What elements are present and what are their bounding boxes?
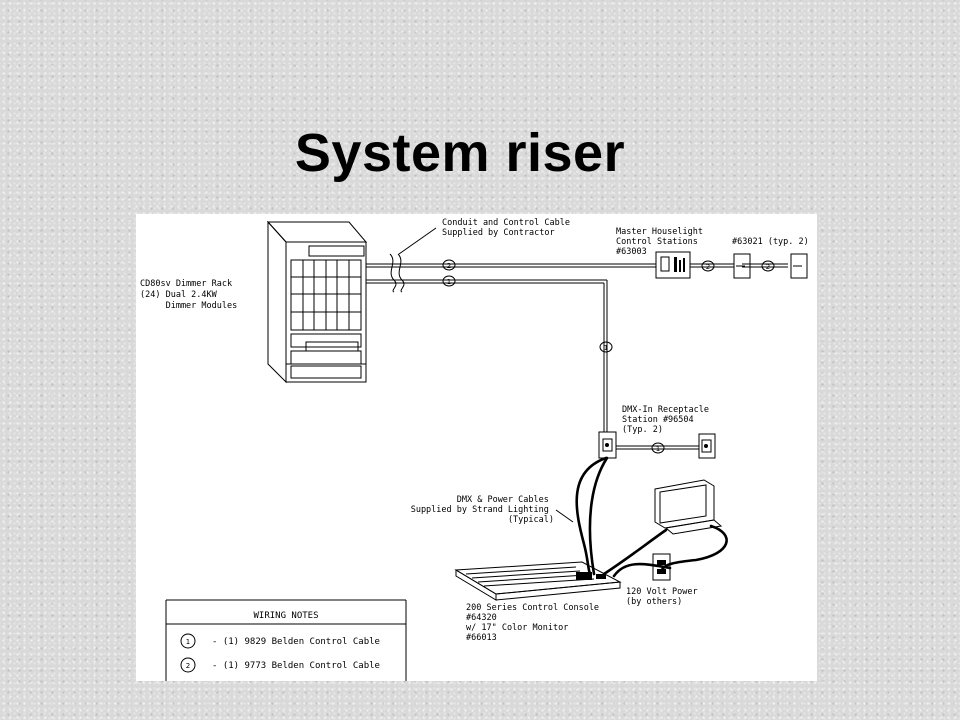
system-riser-diagram: 2 1 1 2 2 1 [136,214,817,681]
conduit-mark [389,253,397,293]
label-conduit: Conduit and Control Cable Supplied by Co… [442,218,575,238]
svg-text:1: 1 [656,445,660,453]
wiring-note-row: 1 - (1) 9829 Belden Control Cable [180,633,380,649]
cable-run-2 [366,263,788,268]
svg-text:2: 2 [766,263,770,271]
dimmer-module-grid [291,260,361,330]
houselight-station-2 [733,253,751,279]
wiring-notes: WIRING NOTES 1 - (1) 9829 Belden Control… [165,599,407,681]
svg-text:2: 2 [186,662,190,670]
svg-text:- (1) 9773 Belden Control Cabl: - (1) 9773 Belden Control Cable [212,661,380,671]
svg-text:1: 1 [604,344,608,352]
cable-tag-2c: 2 [761,260,775,272]
houselight-station-3 [790,253,808,279]
svg-text:- (1) 9829 Belden Control Cabl: - (1) 9829 Belden Control Cable [212,637,380,647]
label-dmx-receptacle: DMX-In Receptacle Station #96504 (Typ. 2… [622,405,714,435]
cable-tag-2a: 2 [442,259,456,271]
slide-title: System riser [294,123,626,183]
label-dimmer-rack: CD80sv Dimmer Rack (24) Dual 2.4KW Dimme… [140,279,237,311]
cable-tag-1a: 1 [442,275,456,287]
cable-tag-2b: 2 [701,260,715,272]
dmx-receptacle-2 [698,433,716,459]
master-houselight-station [655,251,691,279]
svg-text:1: 1 [447,278,451,286]
cable-run-1 [366,279,699,450]
cable-tag-1b: 1 [599,341,613,353]
svg-text:2: 2 [706,263,710,271]
dimmer-rack [266,220,368,384]
color-monitor [654,479,723,535]
label-power: 120 Volt Power (by others) [626,587,703,607]
cable-tag-1c: 1 [651,442,665,454]
svg-text:1: 1 [186,638,190,646]
wiring-notes-title: WIRING NOTES [253,611,318,621]
label-master-stations: Master Houselight Control Stations #6300… [616,227,708,257]
wiring-note-row: 2 - (1) 9773 Belden Control Cable [180,657,380,673]
svg-text:2: 2 [447,262,451,270]
label-console: 200 Series Control Console #64320 w/ 17"… [466,603,604,643]
label-dmx-power-cables: DMX & Power Cables Supplied by Strand Li… [411,495,554,525]
dmx-power-cables [575,456,728,578]
dmx-receptacle-1 [598,431,617,459]
label-station-ref: #63021 (typ. 2) [732,237,809,247]
control-console [454,561,622,601]
